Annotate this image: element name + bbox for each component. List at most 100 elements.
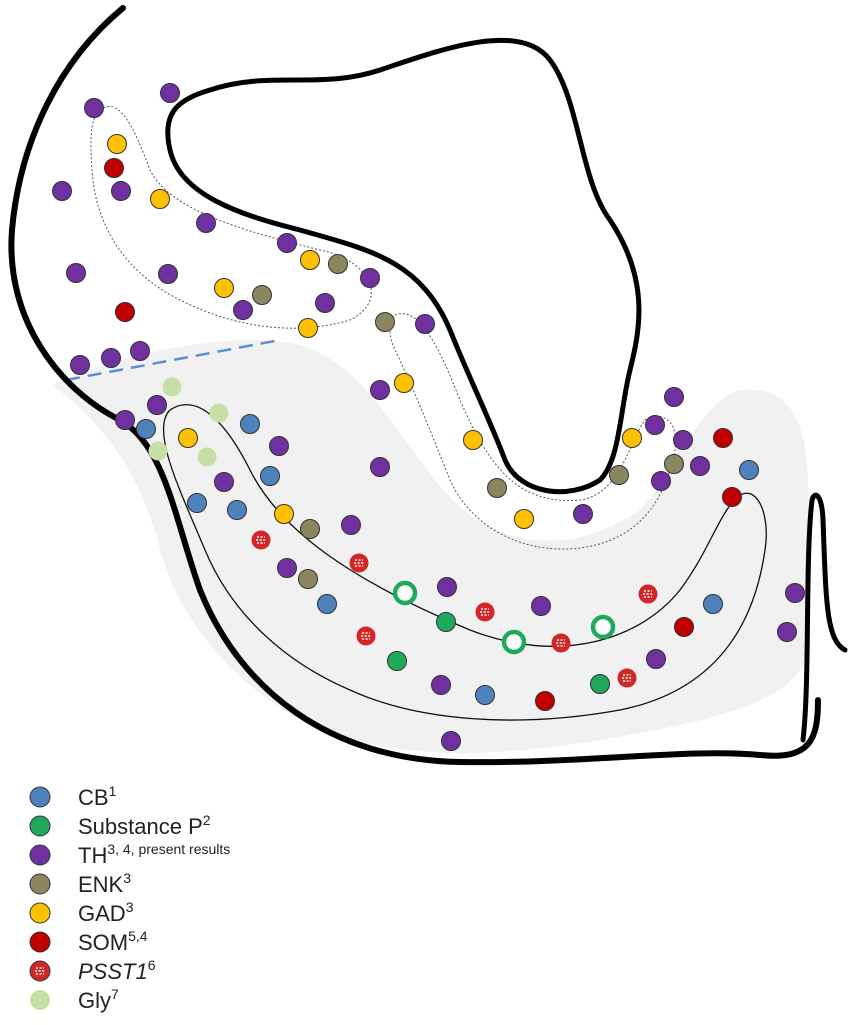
legend-marker-cb (29, 786, 51, 808)
psst1-cell (356, 626, 376, 646)
psst1-cell (617, 668, 637, 688)
som-cell (713, 428, 733, 448)
legend-superscript: 2 (203, 812, 211, 828)
enk-cell (375, 312, 395, 332)
gad-cell (394, 373, 414, 393)
th-cell (646, 649, 666, 669)
th-cell (84, 98, 104, 118)
psst1-cell (551, 633, 571, 653)
gad-cell (178, 428, 198, 448)
cb-cell (317, 594, 337, 614)
legend-superscript: 7 (111, 986, 119, 1002)
th-cell (651, 471, 671, 491)
enk-cell (298, 569, 318, 589)
th-cell (690, 456, 710, 476)
legend-marker-pattern (35, 967, 45, 975)
gad-cell (150, 189, 170, 209)
legend-marker-substancep (29, 815, 51, 837)
gad-cell (214, 278, 234, 298)
legend-label-gly: Gly7 (78, 986, 119, 1013)
legend-item-cb: CB1 (29, 783, 117, 810)
legend-label-psst1: PSST16 (78, 957, 156, 984)
cb-cell (475, 685, 495, 705)
legend-label-gad: GAD3 (78, 899, 134, 926)
enk-cell (487, 478, 507, 498)
legend-name: Substance P (78, 814, 203, 839)
th-cell (785, 583, 805, 603)
gad-cell (463, 430, 483, 450)
th-cell (437, 577, 457, 597)
legend-marker-enk (29, 873, 51, 895)
dashed-divider (65, 338, 281, 382)
enk-cell (609, 465, 629, 485)
legend-superscript: 3 (123, 870, 131, 886)
substance-p-ring (392, 580, 418, 606)
substance-p-ring (590, 614, 616, 640)
th-cell (111, 181, 131, 201)
legend-name: GAD (78, 901, 126, 926)
som-cell (115, 302, 135, 322)
legend-item-gly: Gly7 (30, 986, 119, 1013)
solid-layer-loop (162, 404, 767, 721)
th-cell (573, 504, 593, 524)
psst1-cell (475, 602, 495, 622)
cb-cell (187, 493, 207, 513)
th-cell (269, 436, 289, 456)
legend-marker-gly (30, 990, 50, 1010)
gad-cell (300, 250, 320, 270)
substance-p-ring (501, 629, 527, 655)
som-cell (722, 487, 742, 507)
substance-p-cell (590, 674, 610, 694)
cb-cell (227, 500, 247, 520)
th-cell (341, 515, 361, 535)
th-cell (431, 675, 451, 695)
som-cell (674, 617, 694, 637)
th-cell (360, 268, 380, 288)
th-cell (370, 380, 390, 400)
psst1-markers (251, 530, 658, 688)
legend-label-cb: CB1 (78, 783, 117, 810)
right-notch (800, 492, 848, 743)
gly-cell (197, 447, 217, 467)
legend-superscript: 1 (109, 783, 117, 799)
th-cell (315, 293, 335, 313)
th-cell (645, 415, 665, 435)
legend-superscript: 5,4 (128, 928, 148, 944)
th-cell (160, 83, 180, 103)
th-cell (673, 430, 693, 450)
th-cell (664, 387, 684, 407)
legend-item-substancep: Substance P2 (29, 812, 211, 839)
cb-cell (739, 460, 759, 480)
th-cell (277, 233, 297, 253)
psst1-cell (638, 584, 658, 604)
th-cell (415, 314, 435, 334)
th-cell (214, 472, 234, 492)
th-cell (147, 395, 167, 415)
psst1-cell (251, 530, 271, 550)
cb-cell (240, 414, 260, 434)
th-cell (130, 341, 150, 361)
outer-boundary (8, 5, 821, 766)
th-cell (70, 355, 90, 375)
legend-item-enk: ENK3 (29, 870, 131, 897)
som-cell (535, 691, 555, 711)
enk-cell (664, 454, 684, 474)
inner-loop (165, 37, 642, 495)
gad-cell (622, 428, 642, 448)
legend-label-enk: ENK3 (78, 870, 131, 897)
substance-p-cell (387, 651, 407, 671)
gad-cell (107, 134, 127, 154)
enk-cell (252, 285, 272, 305)
legend-name: CB (78, 785, 109, 810)
legend-name: SOM (78, 930, 128, 955)
legend-name: Gly (78, 988, 111, 1013)
th-cell (66, 263, 86, 283)
legend-superscript: 3 (126, 899, 134, 915)
dotted-layer-upper (90, 106, 372, 329)
th-cell (115, 410, 135, 430)
legend-marker-gad (29, 902, 51, 924)
legend-item-som: SOM5,4 (29, 928, 148, 955)
gad-cell (298, 318, 318, 338)
gly-cell (162, 377, 182, 397)
